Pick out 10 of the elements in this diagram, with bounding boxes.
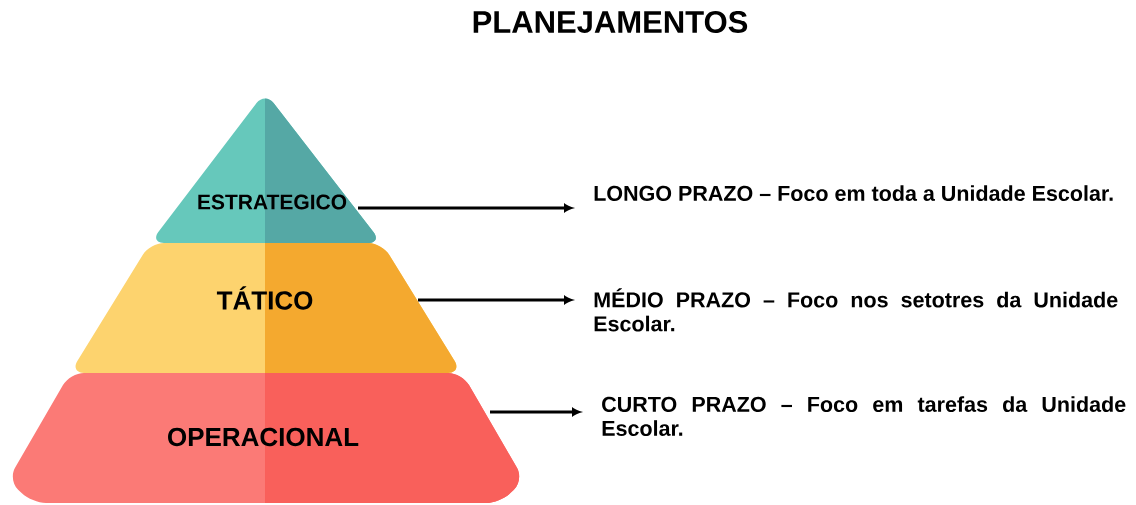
description-text: CURTO PRAZO – Foco em tarefas da Unidade Escolar. [602, 396, 1126, 436]
arrow [418, 296, 573, 304]
title: PLANEJAMENTOS [473, 11, 748, 33]
pyramid-level: OPERACIONAL [12, 373, 520, 503]
arrow [358, 204, 573, 212]
description-text: LONGO PRAZO – Foco em toda a Unidade Escolar. [594, 185, 1113, 201]
arrow [490, 408, 581, 416]
pyramid-level: TÁTICO [75, 243, 457, 373]
description-text: MÉDIO PRAZO – Foco nos setotres da Unidade Escolar. [594, 288, 1118, 332]
pyramid-level: ESTRATEGICO [156, 98, 376, 243]
